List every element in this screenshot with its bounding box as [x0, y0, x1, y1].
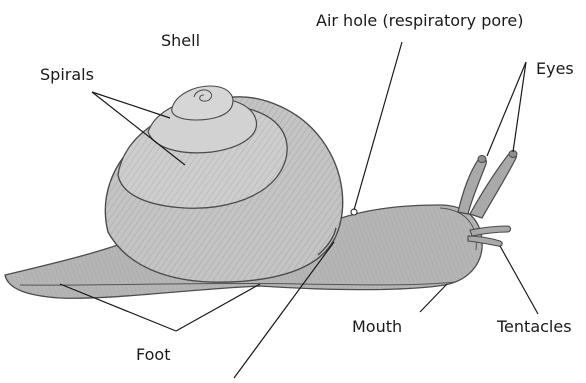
eyes-leader-2 — [513, 62, 526, 152]
eye-stalks — [458, 151, 517, 219]
spirals-label: Spirals — [40, 66, 94, 84]
tentacles-label: Tentacles — [497, 318, 572, 336]
eyes-label: Eyes — [536, 60, 574, 78]
eyes-leader-1 — [487, 62, 526, 156]
spirals-leader-1 — [92, 92, 170, 118]
shell-label: Shell — [161, 32, 200, 50]
snail-shell — [105, 86, 342, 282]
tentacles-leader — [500, 246, 538, 314]
mouth-leader — [420, 284, 447, 312]
foot-label: Foot — [136, 346, 170, 364]
air-hole-label: Air hole (respiratory pore) — [316, 12, 523, 30]
air-hole-leader — [354, 42, 402, 210]
mouth-label: Mouth — [352, 318, 402, 336]
